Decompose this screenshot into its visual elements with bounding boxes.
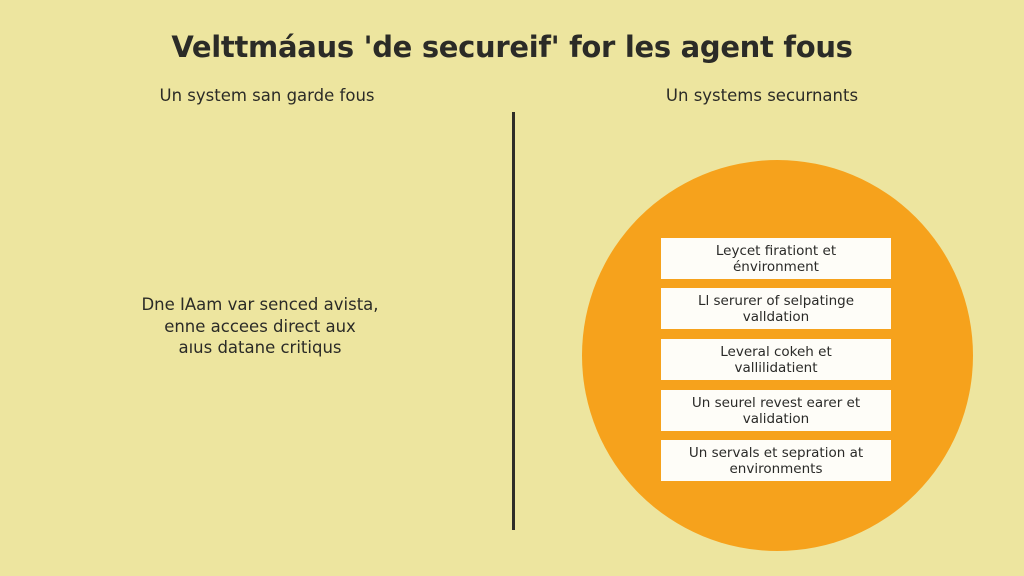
left-description-line: aıus datane critiqus (178, 338, 342, 357)
safeguard-box-line: Ll serurer of selpatinge (697, 292, 855, 309)
safeguard-box: Un seurel revest earer et validation (661, 390, 891, 431)
safeguard-box-line: environments (729, 460, 823, 477)
safeguard-box-line: Un servals et sepration at (688, 444, 864, 461)
safeguard-box-line: validation (742, 410, 810, 427)
safeguard-box-line: valldation (742, 308, 810, 325)
safeguard-box: Un servals et sepration at environments (661, 440, 891, 481)
safeguard-box-line: énvironment (733, 258, 819, 275)
safeguard-box: Leycet firationt et énvironment (661, 238, 891, 279)
safeguard-box-line: Un seurel revest earer et (691, 394, 861, 411)
left-column-heading: Un system san garde fous (159, 86, 375, 105)
left-description: Dne IAam var senced avista, enne accees … (110, 294, 410, 359)
vertical-divider (512, 112, 515, 530)
safeguard-box-line: Leveral cokeh et (720, 343, 832, 360)
left-description-line: Dne IAam var senced avista, (141, 295, 379, 314)
safeguard-box-line: Leycet firationt et (715, 242, 837, 259)
safeguard-box: Leveral cokeh et vallilidatient (661, 339, 891, 380)
left-description-line: enne accees direct aux (164, 316, 356, 336)
right-column-heading: Un systems securnants (665, 86, 859, 105)
safeguard-box-line: vallilidatient (734, 359, 818, 376)
page-title: Velttmáaus 'de secureif' for les agent f… (171, 30, 853, 64)
safeguard-box: Ll serurer of selpatinge valldation (661, 288, 891, 329)
